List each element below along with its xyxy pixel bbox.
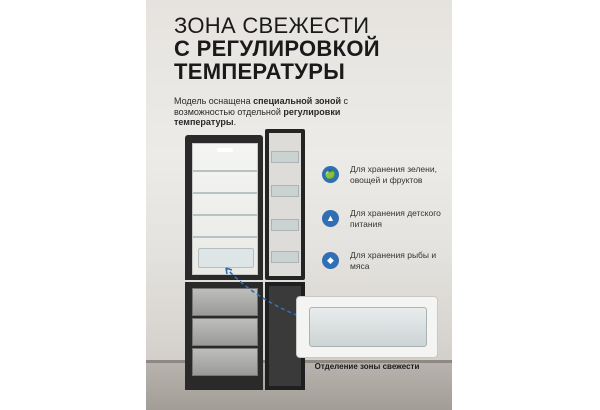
baby-bottle-icon: ▲ [322,210,339,227]
freshness-zone-drawer [198,248,254,268]
door-bin [271,219,299,231]
heading: ЗОНА СВЕЖЕСТИ С РЕГУЛИРОВКОЙ ТЕМПЕРАТУРЫ [174,14,380,83]
intro-part-1: Модель оснащена [174,96,254,106]
fridge-upper-body [185,135,263,280]
door-inner-panel [269,133,301,276]
door-bin [271,251,299,263]
heading-line-2: С РЕГУЛИРОВКОЙ [174,36,380,61]
inset-caption: Отделение зоны свежести [314,362,420,371]
door-bin [271,151,299,163]
shelf [193,170,257,172]
freezer-body [185,282,263,390]
fridge-upper-door [265,129,305,280]
shelf [193,236,257,238]
fridge-interior [192,143,258,275]
freezer-drawer [192,318,258,346]
heading-line-3: ТЕМПЕРАТУРЫ [174,59,346,84]
interior-light [217,148,233,152]
intro-bold-2: регулировки температуры [174,106,341,128]
freshness-zone-inset [296,296,438,358]
intro-part-2: с возможностью отдельной [174,96,349,117]
freshness-zone-drawer-closeup [309,307,427,347]
feature-label: Для хранения детского питания [350,208,441,229]
intro-bold-1: специальной зоной [253,96,342,106]
heading-line-1: ЗОНА СВЕЖЕСТИ [174,13,370,38]
feature-label: Для хранения зелени, овощей и фруктов [350,164,437,185]
fish-icon: ◆ [322,252,339,269]
door-bin [271,185,299,197]
shelf [193,214,257,216]
feature-label: Для хранения рыбы и мяса [350,250,437,271]
freezer-drawer [192,348,258,376]
shelf [193,192,257,194]
promo-card: ЗОНА СВЕЖЕСТИ С РЕГУЛИРОВКОЙ ТЕМПЕРАТУРЫ… [146,0,452,410]
freezer-drawer [192,288,258,316]
intro-part-3: . [233,117,237,127]
apple-icon: 🍏 [322,166,339,183]
intro-text: Модель оснащена специальной зоной с возм… [174,96,374,128]
